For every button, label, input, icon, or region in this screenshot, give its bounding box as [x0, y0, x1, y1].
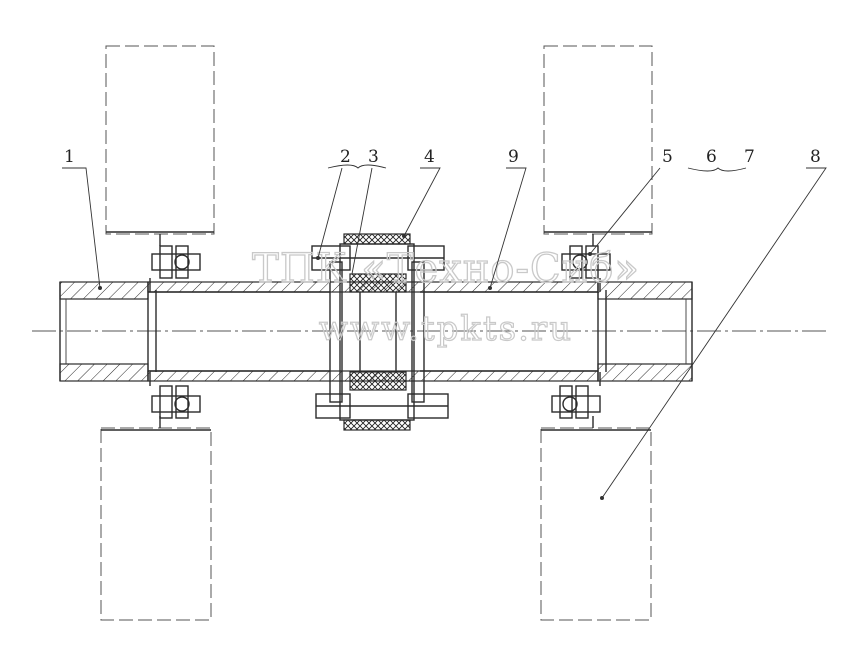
callout-2: 2 — [340, 147, 351, 167]
bolt-top-left — [149, 245, 201, 292]
housing-bottom-left — [100, 416, 212, 621]
right-shaft-sleeve — [597, 281, 693, 382]
bolt-bottom-right — [551, 372, 601, 419]
callout-8: 8 — [810, 147, 821, 167]
leader-lines — [62, 164, 827, 500]
callout-6: 6 — [706, 147, 717, 167]
housing-bottom-right — [540, 416, 652, 621]
bolt-top-right — [561, 245, 611, 292]
callout-7: 7 — [744, 147, 755, 167]
callout-1: 1 — [64, 147, 75, 167]
left-shaft-sleeve — [59, 281, 157, 382]
callout-5: 5 — [662, 147, 673, 167]
central-coupling — [311, 233, 449, 431]
callout-9: 9 — [508, 147, 519, 167]
callout-4: 4 — [424, 147, 435, 167]
housing-top-left — [105, 45, 215, 246]
housing-top-right — [543, 45, 653, 246]
bolt-bottom-left — [149, 372, 201, 419]
callout-3: 3 — [368, 147, 379, 167]
watermark-url: www.tpkts.ru — [319, 309, 573, 349]
watermark-company: ТПК «Техно-Сиб» — [252, 246, 640, 292]
